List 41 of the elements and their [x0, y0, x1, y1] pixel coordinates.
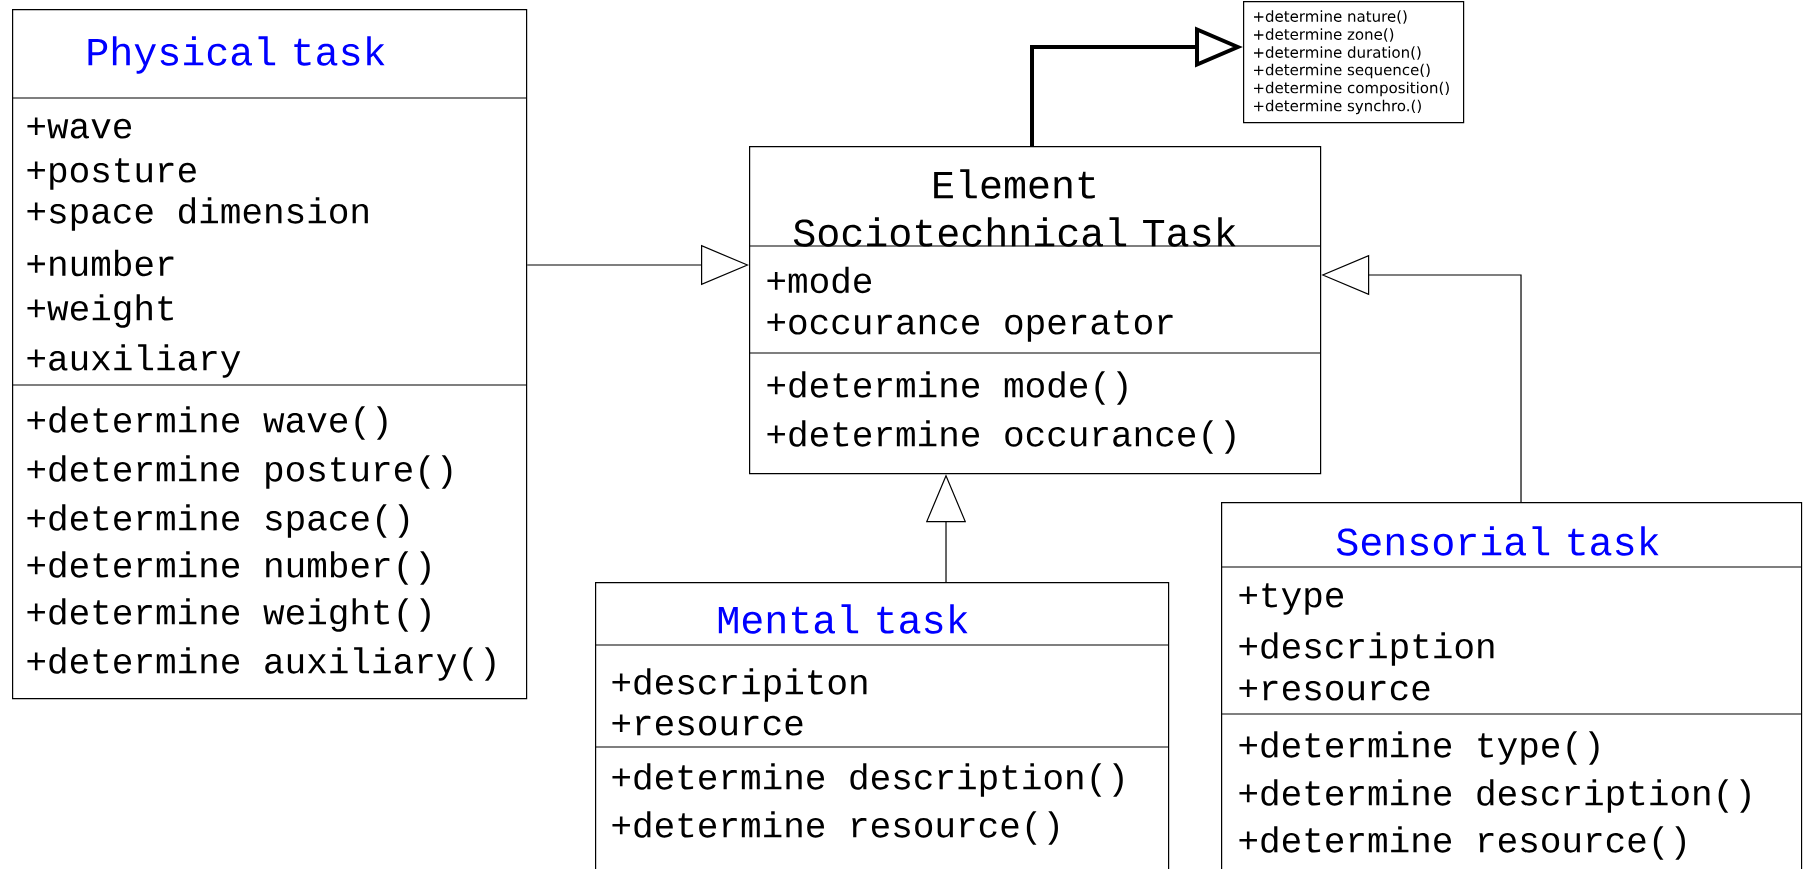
method-text: +determine sequence() [1254, 63, 1430, 79]
method-text: +determine resource() [612, 811, 1058, 845]
class-name: Sensorial task [1336, 526, 1659, 556]
method-text: +determine description() [612, 763, 1123, 797]
method-text: +determine auxiliary() [27, 647, 495, 681]
attribute-text: +mode [767, 266, 872, 294]
method-text: +determine type() [1239, 731, 1599, 765]
method-text: +determine number() [27, 551, 430, 585]
attribute-text: +occurance operator [767, 310, 1173, 342]
class-box [748, 146, 1322, 475]
attribute-text: +posture [27, 158, 196, 190]
method-text: +determine duration() [1254, 46, 1421, 60]
class-box [11, 9, 528, 700]
method-text: +determine posture() [27, 455, 452, 489]
class-name: Mental task [718, 604, 968, 634]
attribute-text: +wave [27, 117, 132, 139]
method-text: +determine weight() [27, 598, 430, 632]
method-text: +determine wave() [27, 406, 387, 440]
method-text: +determine resource() [1239, 826, 1685, 860]
attribute-text: +number [27, 249, 174, 277]
class-name: Element Sociotechnical Task [793, 169, 1236, 247]
class-name: Physical task [88, 36, 385, 74]
attribute-text: +descripiton [612, 668, 867, 702]
attribute-text: +resource [1239, 679, 1430, 701]
attribute-text: +resource [612, 714, 803, 736]
method-text: +determine synchro.() [1254, 99, 1421, 115]
attribute-text: +auxiliary [27, 344, 241, 378]
attribute-text: +type [1239, 583, 1344, 615]
method-text: +determine occurance() [767, 420, 1235, 454]
method-text: +determine nature() [1254, 10, 1407, 24]
attribute-text: +space dimension [27, 197, 368, 231]
method-text: +determine description() [1239, 779, 1750, 813]
class-box [1243, 1, 1465, 124]
method-text: +determine zone() [1254, 28, 1394, 42]
method-text: +determine mode() [767, 371, 1127, 405]
method-text: +determine composition() [1254, 81, 1449, 97]
attribute-text: +description [1239, 632, 1494, 666]
method-text: +determine space() [27, 504, 409, 538]
class-box [1220, 502, 1803, 869]
attribute-text: +weight [27, 294, 173, 328]
class-box [594, 582, 1170, 869]
